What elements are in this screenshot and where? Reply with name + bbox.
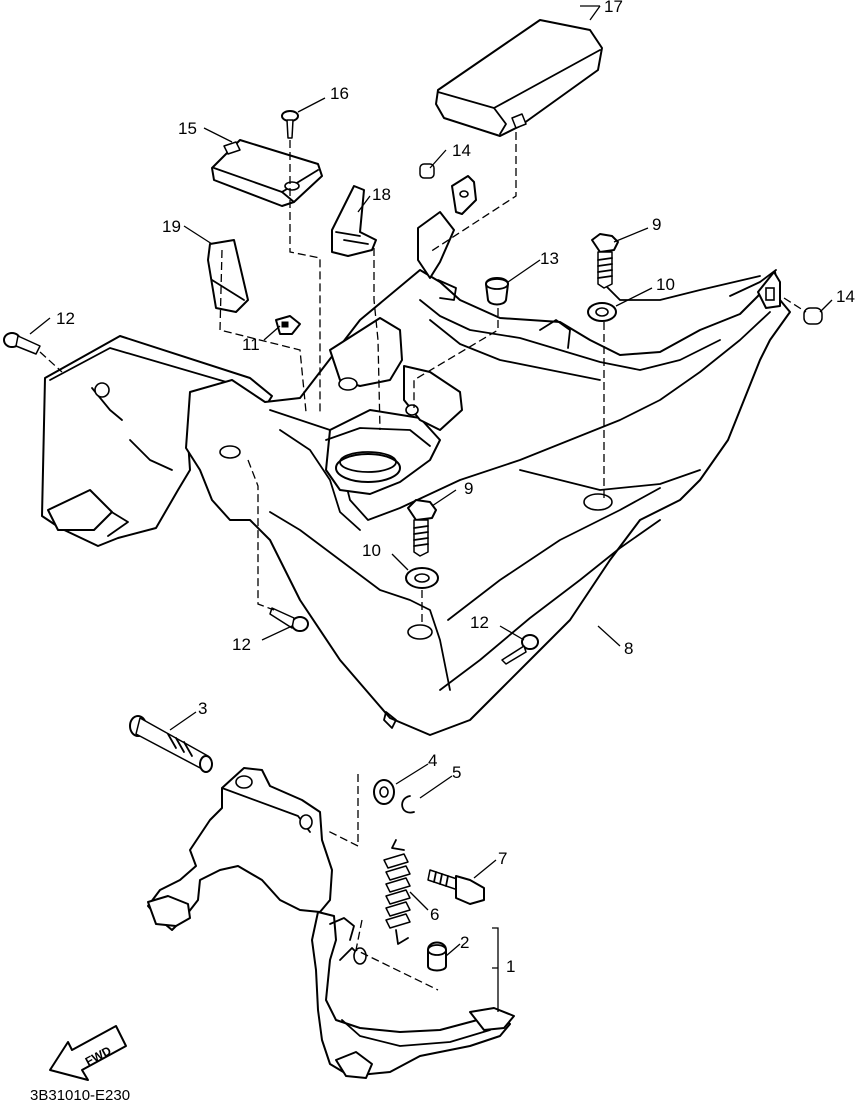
washer-10-lower-hole [414, 573, 430, 583]
callout-14-top: 14 [452, 141, 471, 160]
clip-11 [275, 315, 301, 335]
callout-4: 4 [428, 751, 437, 770]
callout-16: 16 [330, 84, 349, 103]
figure-code: 3B31010-E230 [30, 1087, 130, 1104]
washer-4 [373, 779, 395, 805]
callout-7: 7 [498, 849, 507, 868]
callout-9-lower: 9 [464, 479, 473, 498]
plate-18 [331, 185, 377, 257]
fwd-arrow: FWD [49, 1025, 127, 1081]
screw-12-mid [269, 607, 309, 632]
callout-15: 15 [178, 119, 197, 138]
bolt-7 [427, 869, 485, 905]
callout-17: 17 [604, 0, 623, 16]
callout-6: 6 [430, 905, 439, 924]
spring-6 [383, 839, 411, 945]
screw-12-right [501, 634, 539, 665]
callout-12-right: 12 [470, 613, 489, 632]
callout-5: 5 [452, 763, 461, 782]
callout-19: 19 [162, 217, 181, 236]
screw-16 [281, 110, 299, 139]
bolt-9-lower [407, 499, 437, 557]
callout-12-mid: 12 [232, 635, 251, 654]
callout-13: 13 [540, 249, 559, 268]
callouts: 17 16 15 14 18 19 9 13 10 14 12 11 9 10 … [56, 0, 855, 976]
panel-19 [207, 239, 249, 313]
footrest-board [41, 211, 791, 736]
callout-12-left: 12 [56, 309, 75, 328]
callout-18: 18 [372, 185, 391, 204]
bracket-14 [419, 163, 823, 325]
callout-14-right: 14 [836, 287, 855, 306]
callout-11: 11 [242, 335, 260, 354]
circlip-5 [401, 795, 415, 814]
stopper-2 [427, 941, 447, 972]
screw-12-left [3, 332, 41, 355]
callout-1: 1 [506, 957, 515, 976]
pivot-shaft-3 [129, 715, 213, 773]
callout-9-upper: 9 [652, 215, 661, 234]
callout-2: 2 [460, 933, 469, 952]
seat-pad [435, 19, 603, 137]
callout-3: 3 [198, 699, 207, 718]
washer-10-upper-hole [595, 307, 609, 317]
callout-8: 8 [624, 639, 633, 658]
main-stand [147, 767, 515, 1079]
callout-10-upper: 10 [656, 275, 675, 294]
callout-10-lower: 10 [362, 541, 381, 560]
cap-13 [485, 277, 509, 306]
leader-lines [29, 5, 833, 1012]
access-panel [211, 139, 323, 207]
bolt-9-upper [591, 233, 619, 289]
